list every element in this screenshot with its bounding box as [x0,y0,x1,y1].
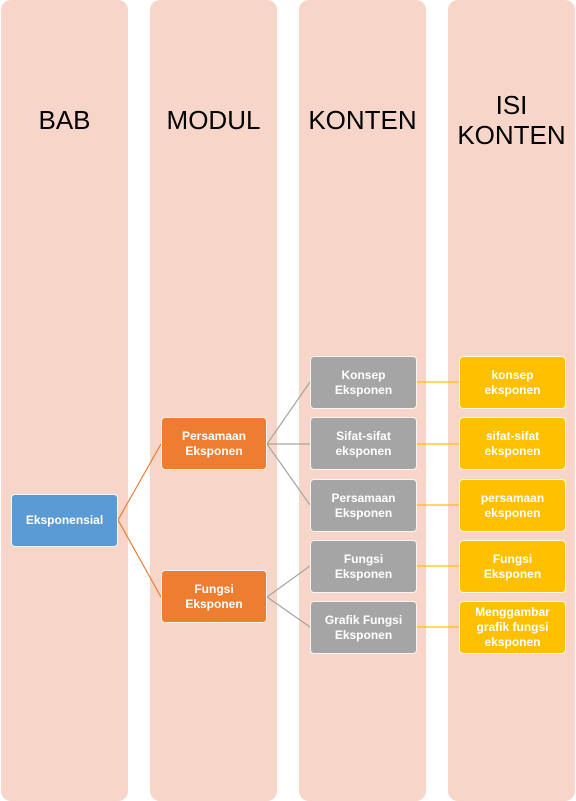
node-konten-fungsi-eksponen: Fungsi Eksponen [310,540,417,593]
column-title-modul: MODUL [166,105,261,135]
connector-modul1-konten3 [266,443,311,506]
connector-bab-modul-2 [117,519,162,598]
node-isi-konsep-eksponen: konsep eksponen [459,356,566,409]
node-isi-fungsi-eksponen: Fungsi Eksponen [459,540,566,593]
node-konten-persamaan-eksponen: Persamaan Eksponen [310,479,417,532]
connector-modul1-konten1 [266,381,311,445]
column-title-bab: BAB [38,105,91,135]
node-modul-fungsi-eksponen: Fungsi Eksponen [161,570,267,623]
node-isi-persamaan-eksponen: persamaan eksponen [459,479,566,532]
node-isi-sifat-sifat-eksponen: sifat-sifat eksponen [459,417,566,470]
node-konten-grafik-fungsi-eksponen: Grafik Fungsi Eksponen [310,601,417,654]
column-title-isi-konten: ISI KONTEN [457,90,566,150]
connector-modul2-konten4 [266,565,311,598]
node-bab-eksponensial: Eksponensial [11,494,118,547]
node-konten-sifat-sifat-eksponen: Sifat-sifat eksponen [310,417,417,470]
node-isi-menggambar-grafik: Menggambar grafik fungsi eksponen [459,601,566,654]
connector-bab-modul-1 [117,443,162,521]
column-bab: BAB [1,0,128,801]
column-title-konten: KONTEN [308,105,417,135]
connector-modul2-konten5 [266,596,311,628]
node-konten-konsep-eksponen: Konsep Eksponen [310,356,417,409]
node-modul-persamaan-eksponen: Persamaan Eksponen [161,417,267,470]
column-modul: MODUL [150,0,277,801]
